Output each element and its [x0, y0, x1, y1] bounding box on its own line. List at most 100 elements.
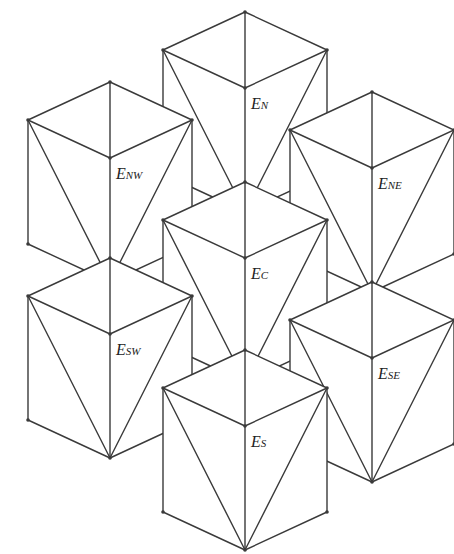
cube-line: [163, 50, 245, 88]
cube-line: [163, 388, 245, 550]
cube-vertex: [108, 156, 112, 160]
cube-vertex: [370, 280, 374, 284]
cube-line: [245, 50, 327, 88]
cube-line: [372, 320, 454, 482]
cube-line: [245, 182, 327, 220]
cube-vertex: [243, 424, 247, 428]
cube-vertex: [26, 118, 30, 122]
cube-line: [372, 444, 454, 482]
cube-line: [245, 220, 327, 258]
cube-line: [163, 12, 245, 50]
cube-line: [244, 182, 245, 258]
cube-label: EN: [251, 96, 268, 112]
cube-label: EC: [251, 266, 268, 282]
cube-line: [371, 168, 372, 292]
cube-vertex: [108, 332, 112, 336]
cube-line: [372, 130, 454, 168]
cube-vertex: [161, 48, 165, 52]
cube-line: [371, 92, 372, 168]
cube-vertex: [161, 510, 165, 514]
cube-line: [245, 12, 327, 50]
cube-vertex: [288, 318, 292, 322]
cube-line: [27, 296, 28, 420]
cube-vertex: [161, 386, 165, 390]
cube-line: [372, 92, 454, 130]
cube-vertex: [190, 118, 194, 122]
cube-line: [244, 426, 245, 550]
cube-line: [290, 282, 372, 320]
cube-line: [372, 320, 454, 358]
cube-vertex: [243, 256, 247, 260]
cube-vertex: [325, 510, 329, 514]
cube-line: [28, 296, 110, 334]
cube-line: [372, 130, 454, 292]
cube-line: [290, 320, 372, 358]
cube-vertex: [325, 386, 329, 390]
cube-line: [326, 388, 327, 512]
cube-line: [163, 512, 245, 550]
cube-vertex: [190, 294, 194, 298]
cube-label: ES: [251, 434, 266, 450]
cube-vertex: [370, 166, 374, 170]
cube-line: [163, 350, 245, 388]
cube-line: [290, 130, 372, 168]
cube-line: [109, 334, 110, 458]
cube-line: [162, 388, 163, 512]
cube-line: [163, 220, 245, 258]
cube-line: [244, 12, 245, 88]
cube-vertex: [452, 318, 454, 322]
cube-line: [245, 388, 327, 550]
cube-line: [110, 82, 192, 120]
cube-line: [109, 258, 110, 334]
cube-vertex: [108, 256, 112, 260]
cube-label: ENE: [378, 176, 402, 192]
cube-label: ENW: [116, 166, 142, 182]
cube-vertex: [243, 10, 247, 14]
cube-line: [28, 120, 110, 158]
cube-vertex: [26, 294, 30, 298]
cube-line: [28, 258, 110, 296]
cube-vertex: [243, 180, 247, 184]
cube-label: ESE: [378, 366, 400, 382]
cube-line: [28, 82, 110, 120]
cube-vertex: [108, 456, 112, 460]
cube-line: [163, 182, 245, 220]
cube-line: [371, 358, 372, 482]
cube-line: [372, 254, 454, 292]
cube-line: [110, 120, 192, 158]
cube-line: [245, 512, 327, 550]
cube-line: [453, 130, 454, 254]
cube-line: [28, 120, 110, 282]
cube-line: [372, 282, 454, 320]
cube-vertex: [108, 80, 112, 84]
cube-vertex: [26, 242, 30, 246]
cube-line: [28, 420, 110, 458]
cube-vertex: [370, 90, 374, 94]
cube-node: ES: [163, 350, 327, 550]
cube-line: [290, 92, 372, 130]
cube-line: [27, 120, 28, 244]
cube-line: [110, 258, 192, 296]
cube-line: [28, 296, 110, 458]
cube-line: [245, 388, 327, 426]
cube-vertex: [288, 128, 292, 132]
cube-vertex: [243, 86, 247, 90]
cube-vertex: [452, 442, 454, 446]
cube-vertex: [243, 348, 247, 352]
cube-vertex: [26, 418, 30, 422]
cube-vertex: [452, 252, 454, 256]
cube-line: [453, 320, 454, 444]
cube-label: ESW: [116, 342, 140, 358]
cube-vertex: [370, 480, 374, 484]
cube-vertex: [370, 356, 374, 360]
cube-line: [109, 82, 110, 158]
cube-line: [163, 388, 245, 426]
cube-line: [245, 350, 327, 388]
cube-vertex: [161, 218, 165, 222]
cube-line: [110, 296, 192, 334]
cube-vertex: [325, 218, 329, 222]
cube-vertex: [325, 48, 329, 52]
cube-outline: [163, 350, 327, 550]
cube-line: [244, 350, 245, 426]
